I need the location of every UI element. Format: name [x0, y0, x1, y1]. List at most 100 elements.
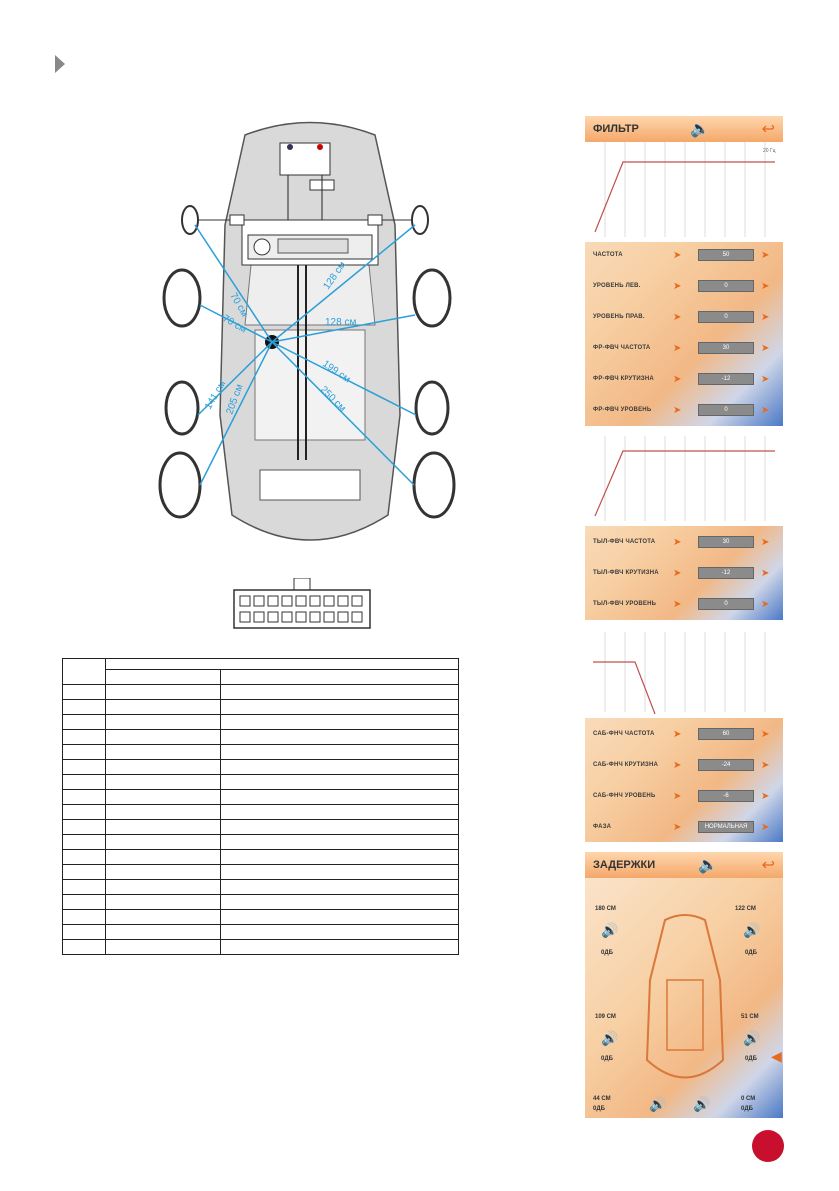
setting-label: ФР-ФВЧ ЧАСТОТА: [593, 345, 651, 351]
decrease-icon[interactable]: ➤: [673, 790, 682, 802]
filter-panel: ФИЛЬТР 🔈 ↩ 20 Гц ЧАСТОТА ➤ 50 ➤ УРОВЕНЬ ЛЕВ…: [585, 116, 783, 426]
iso-connector: [233, 578, 371, 629]
setting-value: 30: [698, 342, 754, 354]
setting-row: САБ-ФНЧ КРУТИЗНА➤-24➤: [585, 757, 783, 773]
side-arrow-icon[interactable]: ◀: [771, 1048, 782, 1064]
setting-row: ФР-ФВЧ ЧАСТОТА ➤ 30 ➤: [585, 340, 783, 356]
increase-icon[interactable]: ➤: [761, 342, 770, 354]
increase-icon[interactable]: ➤: [761, 598, 770, 610]
speaker-distance: 51 СМ: [741, 1014, 759, 1020]
delay-panel: ЗАДЕРЖКИ 🔈 ↩ 180 СМ 122 СМ 🔊 🔊 0ДБ 0ДБ 1…: [585, 852, 783, 1118]
setting-row: ФР-ФВЧ КРУТИЗНА ➤ -12 ➤: [585, 371, 783, 387]
setting-row: ТЫЛ-ФВЧ КРУТИЗНА ➤ -12 ➤: [585, 565, 783, 581]
speaker-level: 0ДБ: [741, 1106, 753, 1112]
speaker-level: 0ДБ: [745, 1056, 757, 1062]
setting-row: УРОВЕНЬ ЛЕВ. ➤ 0 ➤: [585, 278, 783, 294]
back-icon[interactable]: ↩: [761, 121, 775, 138]
decrease-icon[interactable]: ➤: [673, 598, 682, 610]
sub-graph: [585, 632, 783, 718]
increase-icon[interactable]: ➤: [761, 280, 770, 292]
decrease-icon[interactable]: ➤: [673, 311, 682, 323]
page-marker: [752, 1130, 784, 1162]
speaker-icon[interactable]: 🔊: [601, 1030, 619, 1046]
rear-filter-panel: ТЫЛ-ФВЧ ЧАСТОТА ➤ 30 ➤ ТЫЛ-ФВЧ КРУТИЗНА ➤ -12…: [585, 436, 783, 620]
setting-value: 0: [698, 404, 754, 416]
volume-icon[interactable]: 🔈: [698, 857, 719, 874]
speaker-icon[interactable]: 🔊: [743, 922, 761, 938]
increase-icon[interactable]: ➤: [761, 567, 770, 579]
filter-graph: 20 Гц: [585, 142, 783, 242]
back-icon[interactable]: ↩: [761, 857, 775, 874]
speaker-icon[interactable]: 🔊: [743, 1030, 761, 1046]
setting-label: ТЫЛ-ФВЧ КРУТИЗНА: [593, 570, 659, 576]
speaker-distance: 0 СМ: [741, 1096, 756, 1102]
increase-icon[interactable]: ➤: [761, 536, 770, 548]
increase-icon[interactable]: ➤: [761, 728, 770, 740]
speaker-distance: 122 СМ: [735, 906, 756, 912]
setting-label: САБ-ФНЧ КРУТИЗНА: [593, 762, 659, 768]
car-outline: [645, 914, 725, 1079]
speaker-distance: 109 СМ: [595, 1014, 616, 1020]
decrease-icon[interactable]: ➤: [673, 821, 682, 833]
setting-value: НОРМАЛЬНАЯ: [698, 821, 754, 833]
setting-row: УРОВЕНЬ ПРАВ. ➤ 0 ➤: [585, 309, 783, 325]
setting-value: -12: [698, 567, 754, 579]
setting-value: 0: [698, 280, 754, 292]
decrease-icon[interactable]: ➤: [673, 249, 682, 261]
decrease-icon[interactable]: ➤: [673, 373, 682, 385]
distance-label: 128 см: [325, 317, 356, 328]
speaker-level: 0ДБ: [601, 1056, 613, 1062]
volume-icon[interactable]: 🔈: [690, 121, 711, 138]
setting-value: 0: [698, 311, 754, 323]
setting-label: ТЫЛ-ФВЧ ЧАСТОТА: [593, 539, 656, 545]
section-arrow-icon: [55, 55, 65, 73]
filter-header: ФИЛЬТР 🔈 ↩: [585, 116, 783, 142]
setting-row: ТЫЛ-ФВЧ УРОВЕНЬ ➤ 0 ➤: [585, 596, 783, 612]
setting-row: ЧАСТОТА ➤ 50 ➤: [585, 247, 783, 263]
rear-graph: [585, 436, 783, 526]
speaker-distance: 44 СМ: [593, 1096, 611, 1102]
setting-row: САБ-ФНЧ ЧАСТОТА➤60➤: [585, 726, 783, 742]
setting-label: УРОВЕНЬ ПРАВ.: [593, 314, 645, 320]
increase-icon[interactable]: ➤: [761, 311, 770, 323]
decrease-icon[interactable]: ➤: [673, 728, 682, 740]
decrease-icon[interactable]: ➤: [673, 280, 682, 292]
increase-icon[interactable]: ➤: [761, 790, 770, 802]
speaker-level: 0ДБ: [593, 1106, 605, 1112]
delay-header: ЗАДЕРЖКИ 🔈 ↩: [585, 852, 783, 878]
sub-filter-panel: САБ-ФНЧ ЧАСТОТА➤60➤ САБ-ФНЧ КРУТИЗНА➤-24…: [585, 632, 783, 842]
increase-icon[interactable]: ➤: [761, 821, 770, 833]
delay-title: ЗАДЕРЖКИ: [593, 859, 656, 871]
increase-icon[interactable]: ➤: [761, 249, 770, 261]
decrease-icon[interactable]: ➤: [673, 759, 682, 771]
decrease-icon[interactable]: ➤: [673, 404, 682, 416]
setting-label: САБ-ФНЧ ЧАСТОТА: [593, 731, 655, 737]
speaker-level: 0ДБ: [745, 950, 757, 956]
setting-label: УРОВЕНЬ ЛЕВ.: [593, 283, 641, 289]
decrease-icon[interactable]: ➤: [673, 342, 682, 354]
setting-label: САБ-ФНЧ УРОВЕНЬ: [593, 793, 656, 799]
car-speaker-diagram: 70 см 70 см 128 см 128 см 141 см 205 см …: [158, 121, 456, 541]
setting-row: САБ-ФНЧ УРОВЕНЬ ➤ -6 ➤: [585, 788, 783, 804]
setting-row: ФР-ФВЧ УРОВЕНЬ ➤ 0 ➤: [585, 402, 783, 418]
setting-value: -12: [698, 373, 754, 385]
setting-label: ТЫЛ-ФВЧ УРОВЕНЬ: [593, 601, 657, 607]
setting-value: 0: [698, 598, 754, 610]
setting-label: ФР-ФВЧ УРОВЕНЬ: [593, 407, 652, 413]
speaker-level: 0ДБ: [601, 950, 613, 956]
speaker-icon[interactable]: 🔊: [649, 1096, 667, 1112]
increase-icon[interactable]: ➤: [761, 404, 770, 416]
decrease-icon[interactable]: ➤: [673, 536, 682, 548]
speaker-icon[interactable]: 🔊: [601, 922, 619, 938]
increase-icon[interactable]: ➤: [761, 759, 770, 771]
increase-icon[interactable]: ➤: [761, 373, 770, 385]
setting-label: ФР-ФВЧ КРУТИЗНА: [593, 376, 654, 382]
setting-label: ЧАСТОТА: [593, 252, 623, 258]
setting-value: 50: [698, 249, 754, 261]
setting-value: 30: [698, 536, 754, 548]
setting-value: -6: [698, 790, 754, 802]
setting-row: ФАЗА➤НОРМАЛЬНАЯ➤: [585, 819, 783, 835]
decrease-icon[interactable]: ➤: [673, 567, 682, 579]
speaker-icon[interactable]: 🔊: [693, 1096, 711, 1112]
setting-row: ТЫЛ-ФВЧ ЧАСТОТА ➤ 30 ➤: [585, 534, 783, 550]
